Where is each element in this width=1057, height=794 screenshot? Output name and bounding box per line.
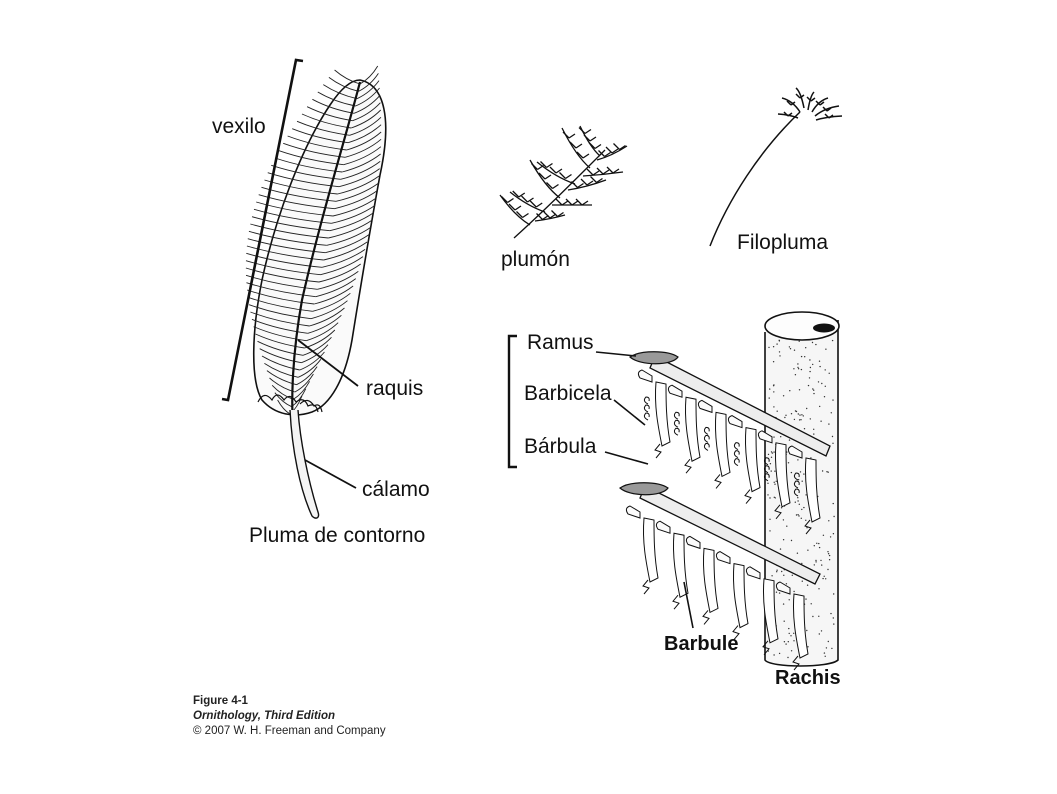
label-plumon: plumón xyxy=(501,248,570,271)
vexilo-bracket xyxy=(221,58,304,402)
upper-barb xyxy=(629,351,831,535)
calamo-pointer xyxy=(304,459,357,489)
label-vexilo: vexilo xyxy=(212,115,266,138)
lower-barb xyxy=(619,482,821,671)
ramus-pointer xyxy=(595,351,637,357)
contour-feather-afterfeather xyxy=(257,394,323,413)
barbicela-pointer xyxy=(613,399,646,426)
label-raquis: raquis xyxy=(366,377,424,400)
label-barbicela: Barbicela xyxy=(524,382,612,405)
label-rachis: Rachis xyxy=(775,667,841,689)
contour-feather-vane xyxy=(252,79,387,416)
barb-structure-illustration xyxy=(507,311,840,671)
label-calamo: cálamo xyxy=(362,478,430,501)
structure-bracket xyxy=(507,334,517,469)
label-barbule: Barbule xyxy=(664,633,739,655)
raquis-pointer xyxy=(297,339,359,387)
label-pluma-contorno: Pluma de contorno xyxy=(249,524,426,547)
contour-feather-illustration xyxy=(245,65,387,519)
barbula-pointer xyxy=(604,451,649,465)
contour-feather-barbs xyxy=(245,65,382,415)
label-ramus: Ramus xyxy=(527,331,594,354)
figure-caption: Figure 4-1 Ornithology, Third Edition © … xyxy=(193,694,386,739)
contour-feather-calamus xyxy=(289,409,320,519)
barbule-pointer xyxy=(683,581,694,629)
label-filopluma: Filopluma xyxy=(737,231,829,254)
filoplume-illustration xyxy=(709,87,843,247)
caption-copyright: © 2007 W. H. Freeman and Company xyxy=(193,725,386,737)
label-barbula: Bárbula xyxy=(524,435,597,458)
caption-book-title: Ornithology, Third Edition xyxy=(193,710,336,722)
caption-figure-number: Figure 4-1 xyxy=(193,695,248,707)
down-feather-illustration xyxy=(499,125,628,239)
